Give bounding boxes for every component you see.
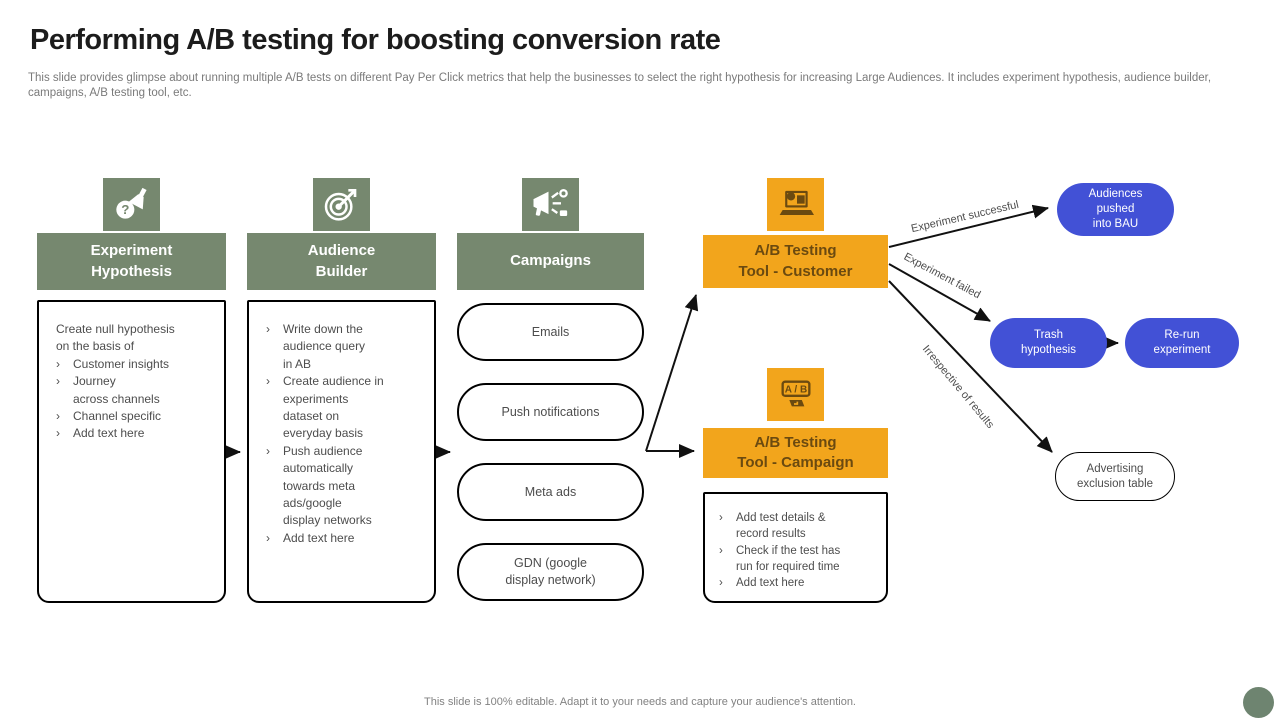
audience-builder-header: Audience Builder (247, 233, 436, 290)
slide-subtitle: This slide provides glimpse about runnin… (28, 72, 1212, 99)
customer-tool-title: A/B Testing Tool - Customer (738, 242, 853, 280)
customer-tool-icon-tile (767, 178, 824, 231)
bullet-text: Add text here (283, 530, 355, 545)
campaign-tool-bullet-list: › Add test details & record results › Ch… (719, 510, 882, 592)
campaigns-icon-tile (522, 178, 579, 231)
bullet-text: Check if the test has run for required t… (736, 544, 841, 573)
bullet-chevron: › (266, 530, 270, 545)
campaign-tool-icon-tile: A / B (767, 368, 824, 421)
bullet-chevron: › (56, 426, 60, 441)
bullet-item: › Channel specific (56, 408, 219, 425)
bullet-text: Journey across channels (73, 374, 160, 406)
bullet-item: › Write down the audience query in AB (266, 321, 429, 373)
arrow-irrespective-to-advertising (888, 280, 1053, 453)
audience-builder-title: Audience Builder (307, 242, 376, 280)
campaigns-header: Campaigns (457, 233, 644, 290)
hypothesis-bullet-list: › Customer insights › Journey across cha… (56, 356, 219, 443)
laptop-ab-test-icon (779, 190, 814, 215)
bullet-item: › Customer insights (56, 356, 219, 373)
ab-badge-icon: A / B (781, 380, 810, 406)
campaign-pill: GDN (google display network) (457, 543, 644, 601)
bullet-chevron: › (266, 443, 270, 458)
hypothesis-intro-text: Create null hypothesis on the basis of (56, 322, 175, 354)
experiment-hypothesis-header: Experiment Hypothesis (37, 233, 226, 290)
bullet-chevron: › (719, 544, 723, 557)
bullet-chevron: › (266, 374, 270, 389)
bullet-chevron: › (266, 322, 270, 336)
hypothesis-icon-tile: ? (103, 178, 160, 231)
advertising-exclusion-table-oval: Advertising exclusion table (1055, 452, 1175, 501)
bullet-item: › Create audience in experiments dataset… (266, 373, 429, 443)
page-title: Performing A/B testing for boosting conv… (30, 24, 721, 56)
bullet-chevron: › (56, 374, 60, 389)
question-mark-glyph: ? (121, 202, 129, 217)
bullet-text: Add text here (736, 577, 805, 590)
arrow-campaigns-to-customer-tool (645, 294, 699, 452)
arrow-successful-to-bau (888, 204, 1049, 248)
bullet-item: › Add text here (56, 425, 219, 442)
bullet-item: › Journey across channels (56, 373, 219, 408)
bullet-text: Add test details & record results (736, 512, 826, 541)
bullet-item: › Add test details & record results (719, 510, 882, 543)
campaign-pill: Meta ads (457, 463, 644, 521)
bullet-text: Create audience in experiments dataset o… (283, 374, 384, 441)
bullet-item: › Check if the test has run for required… (719, 543, 882, 576)
bullet-text: Add text here (73, 426, 145, 441)
editable-footer-note: This slide is 100% editable. Adapt it to… (424, 696, 856, 708)
ab-testing-tool-customer: A/B Testing Tool - Customer (703, 235, 888, 288)
audiences-pushed-into-bau-pill: Audiences pushed into BAU (1057, 183, 1174, 236)
campaign-tool-box: › Add test details & record results › Ch… (703, 492, 888, 603)
audience-builder-box: › Write down the audience query in AB › … (247, 300, 436, 603)
bullet-chevron: › (719, 577, 723, 590)
trash-hypothesis-pill: Trash hypothesis (990, 318, 1107, 368)
bullet-chevron: › (719, 512, 723, 524)
bullet-item: › Add text here (719, 575, 882, 591)
experiment-hypothesis-flask-icon: ? (115, 187, 147, 219)
megaphone-icon (533, 188, 568, 216)
campaign-pill: Emails (457, 303, 644, 361)
audience-icon-tile (313, 178, 370, 231)
bullet-text: Push audience automatically towards meta… (283, 443, 372, 528)
bullet-chevron: › (56, 356, 60, 371)
bullet-item: › Push audience automatically towards me… (266, 443, 429, 530)
bullet-text: Write down the audience query in AB (283, 322, 366, 371)
audience-bullet-list: › Write down the audience query in AB › … (266, 321, 429, 547)
arrow-failed-to-trash (888, 263, 991, 322)
campaigns-title: Campaigns (510, 252, 591, 270)
bullet-text: Channel specific (73, 408, 162, 423)
ab-testing-tool-campaign: A/B Testing Tool - Campaign (703, 428, 888, 478)
campaign-tool-title: A/B Testing Tool - Campaign (737, 433, 854, 471)
experiment-hypothesis-box: Create null hypothesis on the basis of ›… (37, 300, 226, 603)
ab-badge-glyph: A / B (784, 384, 806, 395)
bullet-chevron: › (56, 408, 60, 423)
rerun-experiment-pill: Re-run experiment (1125, 318, 1239, 368)
bullet-item: › Add text here (266, 530, 429, 547)
campaign-pill: Push notifications (457, 383, 644, 441)
footer-circle-decoration (1243, 687, 1274, 718)
experiment-hypothesis-title: Experiment Hypothesis (90, 242, 173, 280)
target-dart-icon (324, 188, 356, 221)
bullet-text: Customer insights (73, 356, 170, 371)
